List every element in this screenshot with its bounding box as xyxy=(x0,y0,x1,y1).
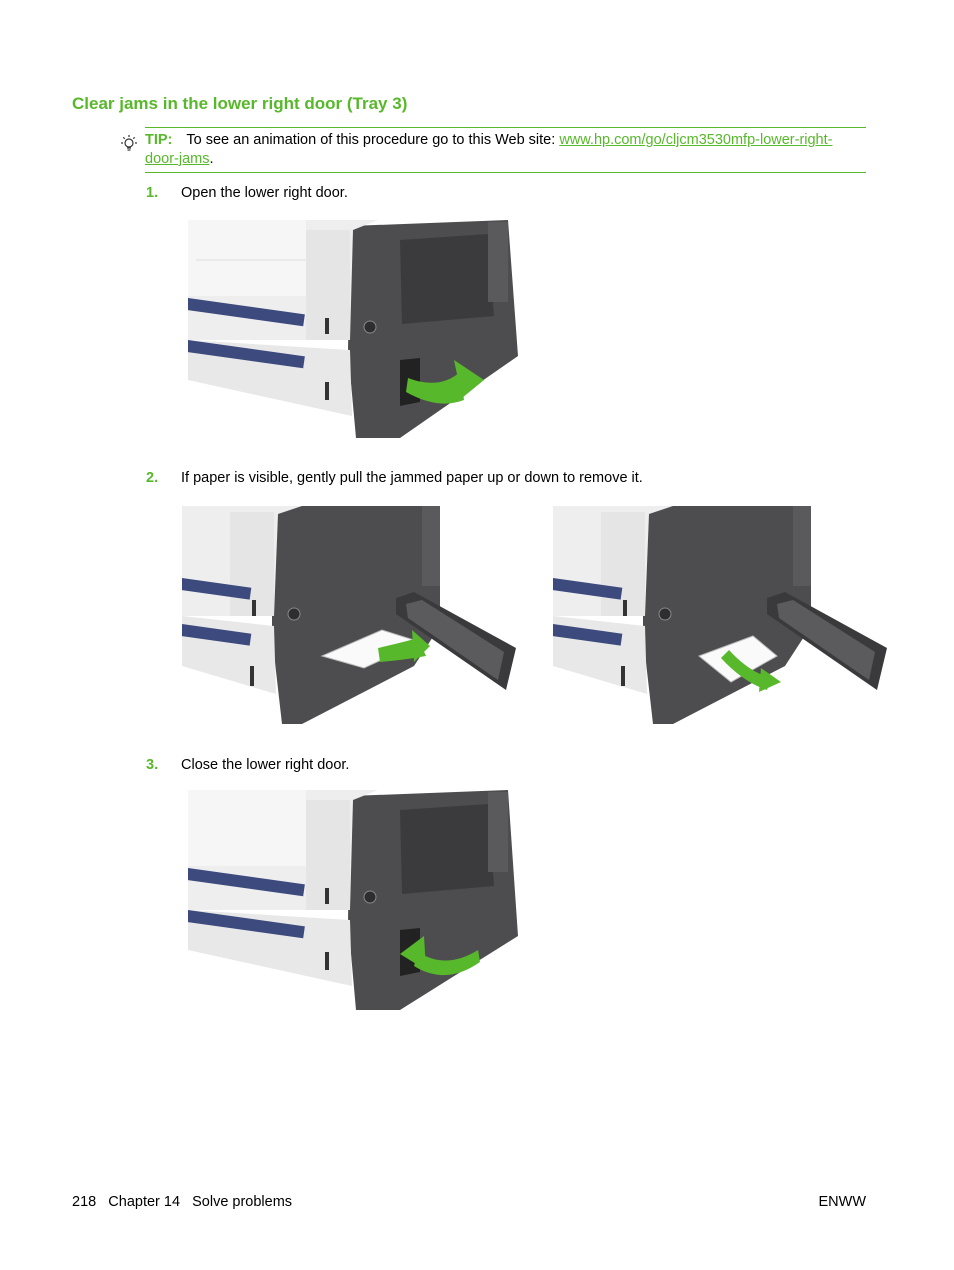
printer-paper-down-illustration xyxy=(553,506,887,724)
step-text: If paper is visible, gently pull the jam… xyxy=(181,470,643,486)
printer-door-open-illustration xyxy=(188,220,518,438)
lightbulb-icon xyxy=(121,135,137,151)
tip-text: To see an animation of this procedure go… xyxy=(186,132,560,148)
printer-door-closed-illustration xyxy=(188,790,518,1010)
tip-end: . xyxy=(209,151,214,167)
step-number: 1. xyxy=(146,185,159,201)
footer-right: ENWW xyxy=(818,1194,866,1210)
step-number: 2. xyxy=(146,470,159,486)
step-number: 3. xyxy=(146,757,159,773)
printer-paper-up-illustration xyxy=(182,506,516,724)
page-title: Clear jams in the lower right door (Tray… xyxy=(72,94,408,113)
step-text: Close the lower right door. xyxy=(181,757,350,773)
tip-box: TIP: To see an animation of this procedur… xyxy=(145,127,866,173)
footer-page-info: 218 Chapter 14 Solve problems xyxy=(72,1194,293,1210)
step-text: Open the lower right door. xyxy=(181,185,348,201)
animation-link[interactable]: www.hp.com/go/cljcm3530mfp-lower-right-d… xyxy=(145,132,833,167)
tip-label: TIP: xyxy=(145,132,173,148)
